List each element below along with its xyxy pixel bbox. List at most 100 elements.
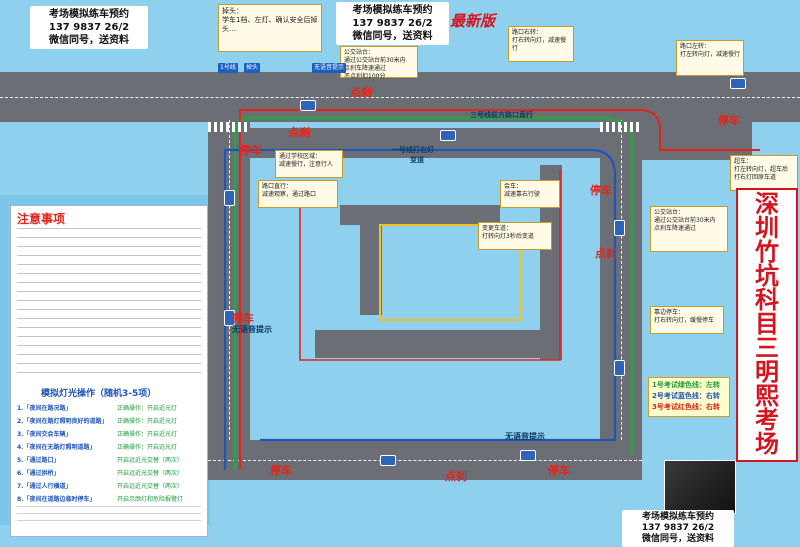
ad-line-1: 考场模拟练车预约 [641,512,714,522]
crosswalk-left [208,122,250,132]
lighting-item-action: 正确操作：开启近光灯 [117,405,178,412]
lighting-row: 7.「通过人行横道」 开启远近光交替（两次） [17,480,203,493]
stop-marker-left: 停车 [232,312,254,325]
lighting-item-label: 4.「夜间在无路灯照明道路」 [17,444,96,451]
ad-line-3: 微信同号，送资料 [352,31,433,42]
ad-line-2: 137 9837 26/2 [352,18,433,29]
lighting-item-action: 开启示廓灯和危险报警灯 [117,496,184,503]
legend-line2-label: 2号考试蓝色线： [652,392,706,400]
no-voice-label-bottom: 无语音提示 [505,432,545,441]
car-marker [614,360,625,376]
notes-title: 注意事项 [17,212,66,226]
lighting-item-label: 1.「夜间在路况路」 [17,405,72,412]
legend-line3-value: 右转 [705,403,720,411]
car-marker [614,220,625,236]
contact-ad-top-center: 考场模拟练车预约 137 9837 26/2 微信同号，送资料 [336,2,449,45]
top-road-lane [0,97,800,98]
ad-line-3: 微信同号，送资料 [49,35,129,46]
lighting-row: 5.「通过路口」开启远近光交替（两次） [17,454,203,467]
left-turn-callout-top: 路口左转： 打左转向灯，减速慢行 [676,40,744,76]
lighting-row: 1.「夜间在路况路」 正确操作：开启近光灯 [17,402,203,415]
lighting-row: 3.「夜间交会车辆」 正确操作：开启近光灯 [17,428,203,441]
stop-marker-bottom: 停车 [270,464,292,477]
stop-marker-right-top: 停车 [718,114,740,127]
uturn-callout: 掉头： 学车1档、左灯、确认安全后掉头… [218,4,322,52]
route-line-yellow [379,224,521,321]
notes-footer-block [17,506,201,526]
left-vertical-lane [229,120,230,475]
car-marker [440,130,456,141]
lighting-item-action: 开启远近光交替（两次） [117,470,184,477]
notes-text-block [17,228,201,378]
route-line-red [239,109,760,470]
legend-line2-value: 右转 [705,392,720,400]
line3-direct-label: 三号线前方路口直行 [470,111,533,119]
legend-line2: 2号考试蓝色线：右转 [652,391,720,402]
line-legend: 1号考试绿色线：左转 2号考试蓝色线：右转 3号考试红色线：右转 [648,377,730,417]
notes-panel: 注意事项 模拟灯光操作（随机3-5项） 1.「夜间在路况路」正确操作：开启近光灯… [10,205,208,537]
exam-site-title-text: 深圳竹坑科目三明熙考场 [755,190,779,458]
car-marker [300,100,316,111]
lighting-item-label: 6.「通过拱桥」 [17,470,60,477]
car-marker [224,310,235,326]
route-line-red-inner [299,170,561,361]
lighting-item-label: 2.「夜间在路灯照明良好的道路」 [17,418,108,425]
exam-site-title: 深圳竹坑科目三明熙考场 [736,188,798,462]
legend-line1: 1号考试绿色线：左转 [652,380,720,391]
lane-change-label: 变道 [410,156,424,164]
right-vertical-lane [621,120,622,460]
stop-callout: 靠边停车： 打右转向灯，缓慢停车 [650,306,724,334]
contact-ad-bottom-right: 考场模拟练车预约 137 9837 26/2 微信同号，送资料 [622,510,734,547]
lighting-row: 4.「夜间在无路灯照明道路」 正确操作：开启远光灯 [17,441,203,454]
stop-marker-mid: 停车 [590,184,612,197]
legend-line3-label: 3号考试红色线： [652,403,706,411]
legend-line1-value: 左转 [705,381,720,389]
point-deduct-marker-2: 点刹 [288,126,310,139]
bus-stop-callout-top: 公交站台： 通过公交站台前30米内 点刹车降速通过 不点刹扣100分 [340,46,418,80]
lighting-row: 8.「夜间在道路边临时停车」 开启示廓灯和危险报警灯 [17,493,203,506]
uturn-sign: 掉头 [244,63,261,73]
line1-start-sign: 1号线 [218,63,238,73]
car-marker [380,455,396,466]
inner-bottom-road [315,330,555,358]
bus-stop-callout-right: 公交站台： 通过公交站台前30米内 点刹车降速通过 [650,206,728,252]
lighting-item-action: 开启远近光交替（两次） [117,483,184,490]
point-deduct-marker: 点刹 [350,86,372,99]
ad-line-2: 137 9837 26/2 [48,22,130,33]
right-turn-callout-top: 路口右转： 打右转向灯，减速慢行 [508,26,574,62]
stop-marker: 停车 [240,144,262,157]
lighting-item-action: 正确操作：开启近光灯 [117,418,178,425]
ad-line-1: 考场模拟练车预约 [352,5,433,16]
overtake-callout: 超车： 打左转向灯，超车后 打右灯回原车道 [730,155,798,191]
car-interior-photo [664,460,736,514]
ad-line-2: 137 9837 26/2 [641,523,715,533]
stop-marker-bottom-right: 停车 [548,464,570,477]
route-line-blue [223,148,617,470]
point-deduct-marker-bottom: 点刹 [445,470,467,483]
lighting-title: 模拟灯光操作（随机3-5项） [41,389,157,399]
school-callout: 通过学校区域： 减速慢行，注意行人 [275,150,343,178]
ad-line-1: 考场模拟练车预约 [49,9,129,20]
lighting-item-label: 5.「通过路口」 [17,457,60,464]
car-marker [224,190,235,206]
crosswalk-right [600,122,642,132]
legend-line1-label: 1号考试绿色线： [652,381,706,389]
latest-version-badge: 最新版 [450,12,496,30]
lighting-item-action: 正确操作：开启远光灯 [117,444,178,451]
lighting-item-label: 8.「夜间在道路边临时停车」 [17,496,96,503]
inner-left-road [360,205,382,315]
meet-car-callout: 会车： 减速靠右行驶 [500,180,560,208]
change-lane-callout: 变更车道： 打转向灯3秒后变道 [478,222,552,250]
lighting-item-label: 3.「夜间交会车辆」 [17,431,72,438]
line1-right-signal-label: 一号线打右灯 [392,146,434,154]
no-voice-sign-top: 无语音提示 [312,63,347,73]
car-marker [520,450,536,461]
lighting-item-action: 正确操作：开启近光灯 [117,431,178,438]
ad-line-3: 微信同号，送资料 [641,534,714,544]
contact-ad-top-left: 考场模拟练车预约 137 9837 26/2 微信同号，送资料 [30,6,148,49]
lighting-row: 2.「夜间在路灯照明良好的道路」 正确操作：开启近光灯 [17,415,203,428]
straight-callout: 路口直行： 减速观察，通过路口 [258,180,338,208]
lighting-row: 6.「通过拱桥」 开启远近光交替（两次） [17,467,203,480]
lighting-item-label: 7.「通过人行横道」 [17,483,72,490]
